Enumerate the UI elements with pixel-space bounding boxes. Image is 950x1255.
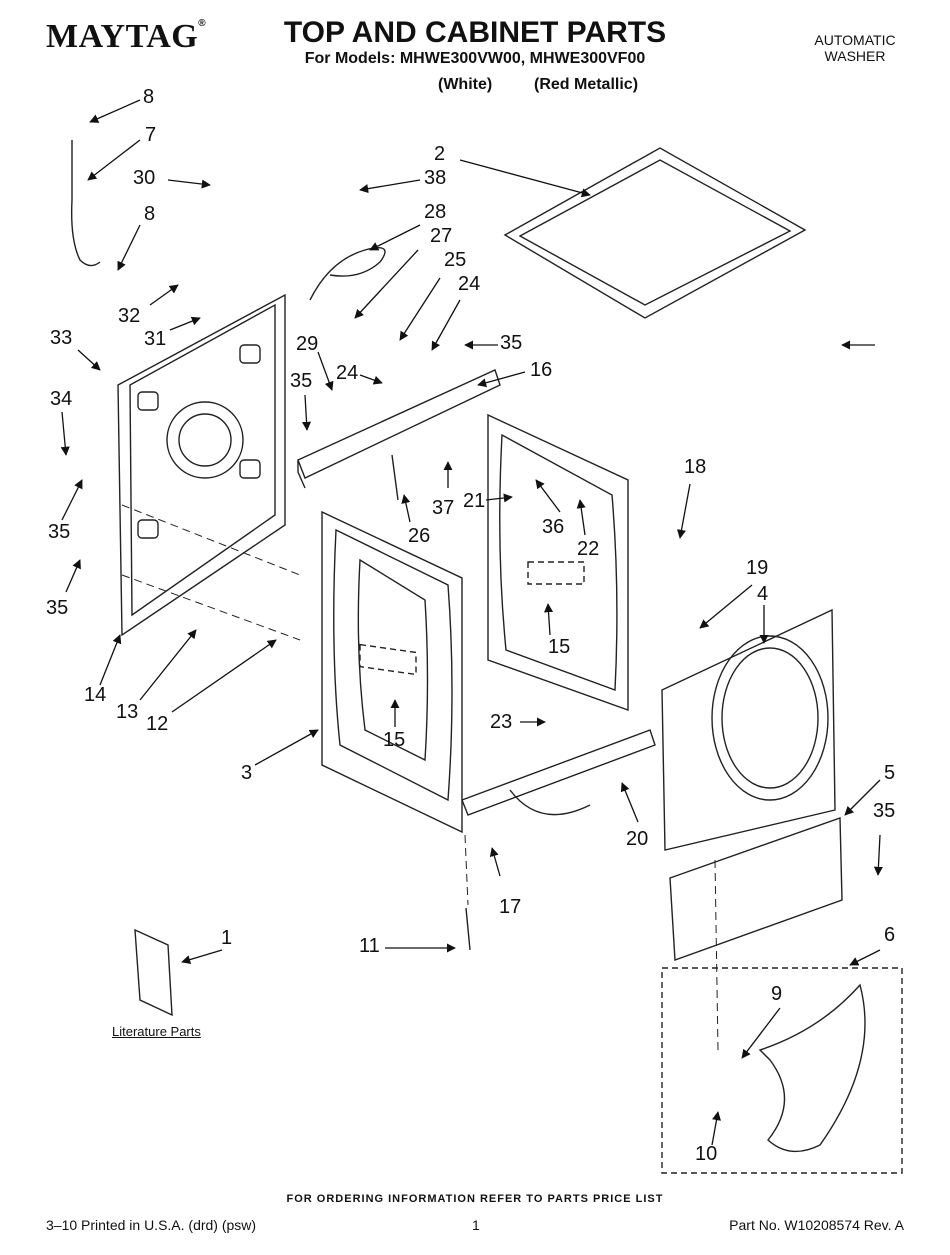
- drain-hose: [391, 454, 399, 501]
- callout-13: 13: [116, 701, 139, 723]
- callout-35-bracket: 35: [290, 370, 313, 392]
- door-trim-ring: [758, 983, 866, 1153]
- brand-logo: MAYTAG®: [46, 18, 207, 55]
- leveling-leg: [465, 907, 471, 951]
- top-support-bracket: [297, 369, 501, 489]
- callout-22: 22: [577, 538, 600, 560]
- callout-4: 4: [757, 583, 769, 605]
- document-type-line-1: AUTOMATIC: [814, 32, 896, 48]
- callout-35-rear-lower: 35: [46, 597, 69, 619]
- variant-white: (White): [438, 76, 493, 93]
- callout-25: 25: [444, 249, 467, 271]
- top-panel: [503, 147, 807, 319]
- callout-18: 18: [684, 456, 707, 478]
- callout-27: 27: [430, 225, 453, 247]
- callout-32: 32: [118, 305, 141, 327]
- literature-parts-label: Literature Parts: [112, 1024, 201, 1039]
- print-info: 3–10 Printed in U.S.A. (drd) (psw): [46, 1217, 257, 1233]
- callout-16: 16: [530, 359, 553, 381]
- callout-8: 8: [143, 86, 155, 108]
- callout-20: 20: [626, 828, 649, 850]
- toe-panel: [669, 817, 843, 961]
- callout-35-rear-upper: 35: [48, 521, 71, 543]
- callout-7: 7: [145, 124, 157, 146]
- callout-30: 30: [133, 167, 156, 189]
- callout-29: 29: [296, 333, 319, 355]
- callout-11: 11: [359, 935, 380, 957]
- callout-35-front: 35: [873, 800, 896, 822]
- literature-booklet: [134, 928, 173, 1017]
- callout-21: 21: [463, 490, 486, 512]
- rear-panel: [117, 293, 286, 637]
- right-side-panel: [487, 413, 629, 711]
- callout-9: 9: [771, 983, 783, 1005]
- ordering-note: FOR ORDERING INFORMATION REFER TO PARTS …: [286, 1193, 664, 1205]
- base-rail: [461, 729, 656, 816]
- callout-31: 31: [144, 328, 167, 350]
- callout-24b: 24: [336, 362, 359, 384]
- callout-5: 5: [884, 762, 896, 784]
- door-trim-kit-box: [661, 967, 903, 1174]
- page-number: 1: [472, 1217, 480, 1233]
- callout-15-side: 15: [383, 729, 406, 751]
- fill-hose: [70, 140, 101, 267]
- callout-36: 36: [542, 516, 565, 538]
- side-panel: [321, 510, 463, 834]
- callout-12: 12: [146, 713, 169, 735]
- callout-6: 6: [884, 924, 896, 946]
- callout-24: 24: [458, 273, 481, 295]
- callout-17: 17: [499, 896, 522, 918]
- callout-19: 19: [746, 557, 769, 579]
- variant-red-metallic: (Red Metallic): [534, 76, 639, 93]
- hose-clamp-coil: [309, 247, 386, 301]
- callout-10: 10: [695, 1143, 718, 1165]
- part-number: Part No. W10208574 Rev. A: [729, 1217, 904, 1233]
- page-title: TOP AND CABINET PARTS: [283, 16, 667, 49]
- models-subtitle: For Models: MHWE300VW00, MHWE300VF00: [304, 50, 646, 67]
- callout-8b: 8: [144, 203, 156, 225]
- callout-23: 23: [490, 711, 513, 733]
- callout-2: 2: [434, 143, 446, 165]
- document-type-line-2: WASHER: [824, 48, 886, 64]
- callout-33: 33: [50, 327, 73, 349]
- front-panel: [661, 608, 836, 851]
- callout-14: 14: [84, 684, 107, 706]
- callout-28: 28: [424, 201, 447, 223]
- callout-35-top: 35: [500, 332, 523, 354]
- callout-3: 3: [241, 762, 253, 784]
- callout-37: 37: [432, 497, 455, 519]
- callout-34: 34: [50, 388, 73, 410]
- callout-15-right: 15: [548, 636, 571, 658]
- document-type: AUTOMATIC WASHER: [800, 32, 910, 64]
- callout-38: 38: [424, 167, 447, 189]
- callout-26: 26: [408, 525, 431, 547]
- callout-1: 1: [221, 927, 233, 949]
